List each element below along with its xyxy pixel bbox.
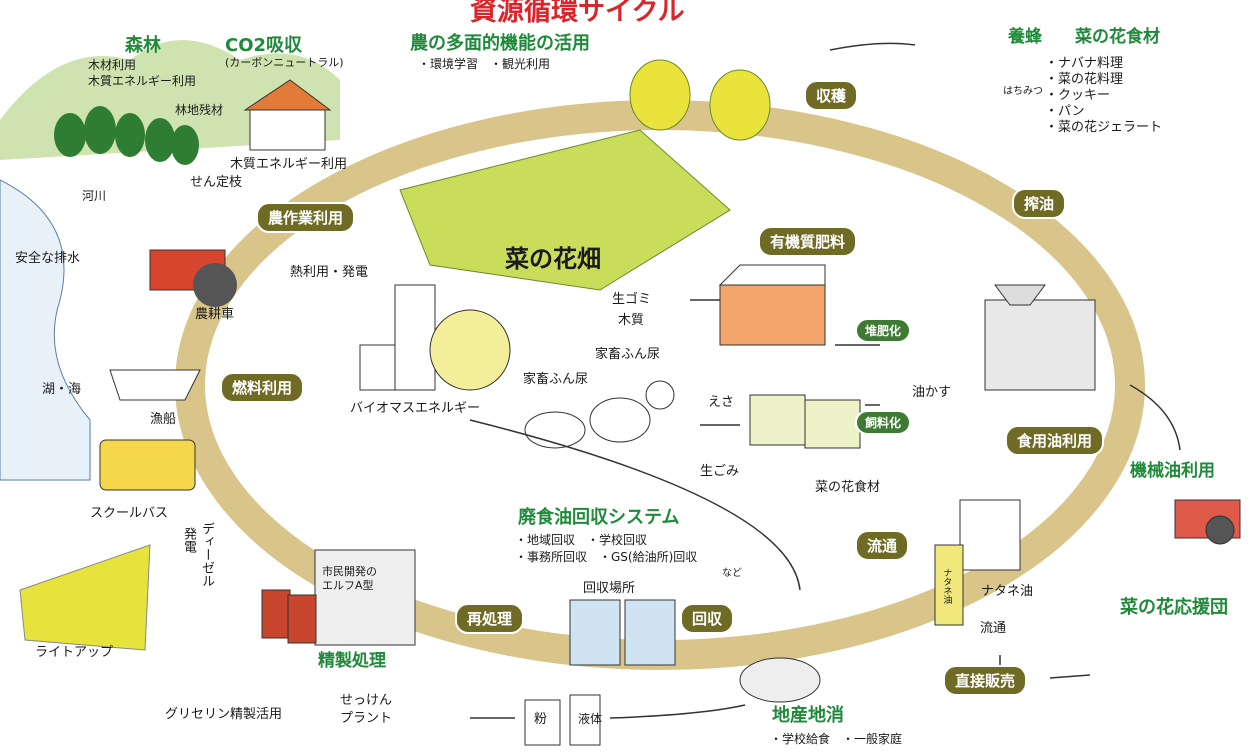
liquid-label: 液体	[578, 712, 603, 726]
feed-bales	[749, 394, 861, 449]
powder-label: 粉	[534, 712, 548, 727]
forest-title: 森林	[125, 35, 161, 56]
food-item: ・クッキー	[1045, 88, 1111, 103]
raw-garbage-label: 生ごみ	[700, 464, 740, 479]
collect-place-label: 回収場所	[583, 581, 636, 596]
wood-label: 木質	[618, 313, 645, 328]
food-title: 菜の花食材	[1075, 27, 1160, 47]
pruning-label: せん定枝	[190, 175, 243, 190]
rapeseed-bottle	[934, 544, 964, 626]
soap-label-1: せっけん	[340, 693, 393, 708]
co2-title: CO2吸収	[225, 35, 303, 56]
pill-farm-work: 農作業利用	[256, 202, 356, 233]
boat-label: 漁船	[150, 412, 177, 427]
refine-machine	[314, 549, 416, 646]
pill-reprocess: 再処理	[455, 603, 525, 634]
support-label: 菜の花応援団	[1120, 597, 1228, 618]
safe-drain-label: 安全な排水	[15, 251, 81, 266]
wood-energy-house	[243, 79, 332, 151]
power-label: 発電	[180, 527, 196, 553]
rapeseed-flowers	[629, 59, 771, 141]
collection-tanks	[569, 599, 676, 666]
refine-label: 精製処理	[318, 651, 386, 671]
bdf-machine-label-2: エルフA型	[322, 579, 374, 592]
food-item: ・パン	[1045, 104, 1085, 119]
machinery-right	[1174, 499, 1241, 545]
multifunction-title: 農の多面的機能の活用	[410, 33, 590, 54]
forest-line-1: 木材利用	[88, 58, 137, 72]
lightup-label: ライトアップ	[35, 645, 114, 660]
river-lake	[0, 179, 91, 481]
nanohana-food-label: 菜の花食材	[815, 480, 881, 495]
waste-oil-line-2: ・事務所回収 ・GS(給油所)回収	[515, 550, 698, 564]
biomass-plant	[359, 284, 511, 391]
fishing-boat	[109, 369, 201, 401]
honey-label: はちみつ	[1003, 86, 1043, 97]
rapeseed-field	[399, 129, 731, 291]
pill-press: 搾油	[1012, 188, 1067, 219]
soap-label-2: プラント	[340, 711, 393, 726]
distribution-text: 流通	[980, 621, 1007, 636]
flow-arrows	[469, 42, 1181, 719]
pill-edible-oil: 食用油利用	[1005, 425, 1105, 456]
co2-note: (カーボンニュートラル)	[225, 56, 344, 69]
school-bus-label: スクールバス	[90, 506, 169, 521]
food-item: ・菜の花ジェラート	[1045, 120, 1163, 135]
pill-feed: 飼料化	[855, 410, 912, 435]
tractor-illustration	[149, 249, 237, 307]
waste-oil-line-3: など	[722, 568, 742, 579]
rapeseed-oil-label: ナタネ油	[981, 584, 1034, 599]
feed-label: えさ	[708, 395, 735, 410]
school-bus	[99, 439, 196, 491]
oil-press	[984, 284, 1096, 391]
oilcake-label: 油かす	[912, 385, 952, 400]
food-item: ・ナバナ料理	[1045, 56, 1124, 71]
cooking-pot	[739, 657, 821, 703]
glycerin-label: グリセリン精製活用	[165, 707, 283, 722]
wood-energy-label: 木質エネルギー利用	[230, 157, 348, 172]
lake-label: 湖・海	[42, 382, 82, 397]
multifunction-items: ・環境学習 ・観光利用	[418, 57, 551, 71]
pill-direct-sale: 直接販売	[943, 665, 1028, 696]
local-items: ・学校給食 ・一般家庭	[770, 732, 903, 746]
compost-box	[718, 264, 826, 346]
drums	[261, 589, 317, 644]
manure-label-2: 家畜ふん尿	[523, 372, 589, 387]
bee-title: 養蜂	[1008, 27, 1042, 47]
livestock	[524, 380, 675, 449]
diesel-label: ディーゼル	[198, 522, 214, 587]
bdf-machine-label-1: 市民開発の	[322, 565, 377, 578]
garbage-label: 生ゴミ	[612, 292, 652, 307]
rapeseed-bottle-label: ナタネ油	[941, 568, 952, 604]
tractor-label: 農耕車	[195, 307, 235, 322]
forest-residue: 林地残材	[175, 103, 224, 117]
diagram-title: 資源循環サイクル	[470, 0, 685, 27]
soap-products	[524, 694, 601, 746]
forest-line-2: 木質エネルギー利用	[88, 74, 197, 88]
food-item: ・菜の花料理	[1045, 72, 1124, 87]
lightup-field	[19, 544, 151, 651]
food-list: ・ナバナ料理 ・菜の花料理 ・クッキー ・パン ・菜の花ジェラート	[1045, 56, 1162, 136]
waste-oil-title: 廃食油回収システム	[518, 507, 680, 528]
machine-oil-label: 機械油利用	[1130, 461, 1215, 481]
local-title: 地産地消	[772, 705, 844, 726]
pill-collect: 回収	[680, 603, 735, 634]
pill-compost: 堆肥化	[855, 318, 912, 343]
waste-oil-line-1: ・地域回収 ・学校回収	[515, 533, 648, 547]
river-label: 河川	[82, 189, 107, 203]
pill-fuel: 燃料利用	[220, 372, 305, 403]
pill-fertilizer: 有機質肥料	[758, 226, 858, 257]
field-label: 菜の花畑	[505, 245, 601, 273]
heat-label: 熱利用・発電	[290, 265, 369, 280]
pill-harvest: 収穫	[804, 80, 859, 111]
biomass-label: バイオマスエネルギー	[350, 401, 481, 416]
oil-container	[959, 499, 1021, 571]
manure-label-1: 家畜ふん尿	[595, 347, 661, 362]
forest-trees	[54, 106, 199, 165]
pill-distribution: 流通	[855, 530, 910, 561]
